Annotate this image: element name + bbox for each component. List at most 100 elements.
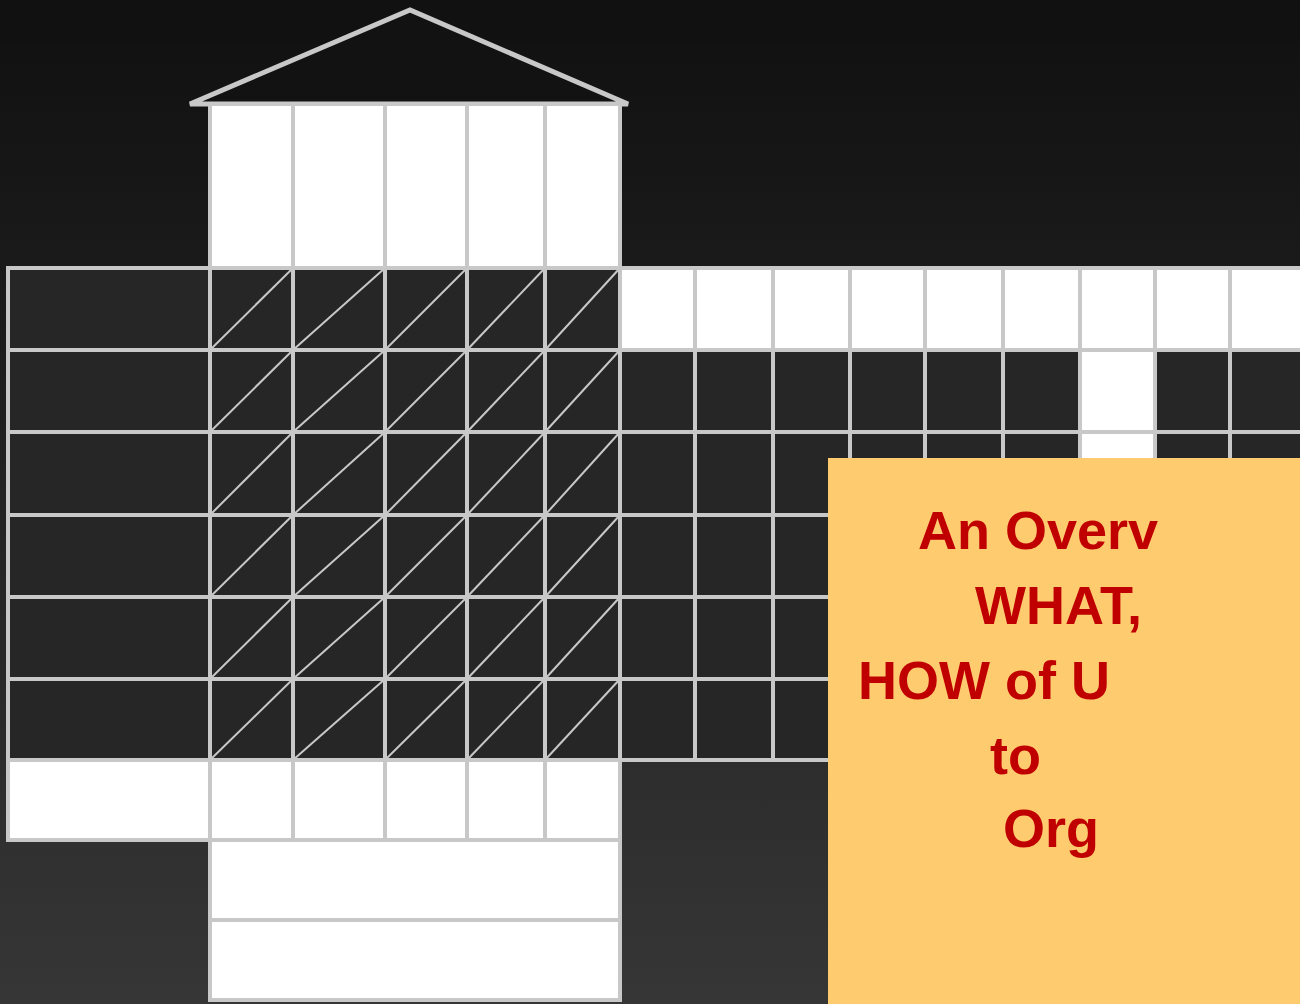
wing-cell [620,597,695,679]
wing-cell [1155,350,1230,432]
wall-cell [8,597,210,679]
wing-cell [1230,350,1300,432]
wing-cell [925,268,1003,350]
wing-cell [620,679,695,760]
hatch-line [385,597,467,679]
wing-cell [695,350,773,432]
hatch-line [293,515,385,597]
hatch-line [210,597,293,679]
wing-cell [850,268,925,350]
base-cell [385,760,467,840]
wing-cell [1230,268,1300,350]
title-line: WHAT, [975,575,1142,635]
hatched-cell [210,597,293,679]
top-bar [0,0,1300,44]
wing-cell [620,515,695,597]
wing-cell [695,597,773,679]
hatch-line [467,597,545,679]
hatched-cell [385,432,467,515]
hatched-cell [467,268,545,350]
wing-cell [850,350,925,432]
base-cell [8,760,210,840]
tower-cell [467,104,545,268]
hatched-cell [467,597,545,679]
tower-cell [545,104,620,268]
hatched-cell [545,679,620,760]
hatched-cell [467,350,545,432]
hatched-cell [293,679,385,760]
hatch-line [385,268,467,350]
hatched-cell [293,432,385,515]
hatch-line [545,268,620,350]
foundation-cell [210,920,620,1000]
hatched-cell [385,515,467,597]
wall-cell [8,679,210,760]
hatch-line [210,268,293,350]
hatch-line [385,515,467,597]
hatch-line [293,679,385,760]
hatched-cell [545,350,620,432]
hatched-cell [293,597,385,679]
hatch-line [385,350,467,432]
hatch-line [293,432,385,515]
wing-cell [925,350,1003,432]
hatch-line [545,432,620,515]
hatched-cell [545,597,620,679]
hatch-line [467,350,545,432]
hatch-line [210,515,293,597]
hatch-line [293,350,385,432]
hatched-cell [467,515,545,597]
hatch-line [467,268,545,350]
hatched-cell [293,268,385,350]
hatched-cell [385,679,467,760]
base-cell [467,760,545,840]
wing-cell [695,268,773,350]
hatch-line [467,432,545,515]
hatched-cell [385,597,467,679]
hatch-line [385,432,467,515]
wing-cell [695,679,773,760]
hatch-line [210,350,293,432]
hatched-cell [545,432,620,515]
hatch-line [467,515,545,597]
hatched-cell [467,679,545,760]
hatch-line [385,679,467,760]
wing-cell [620,432,695,515]
base-cell [545,760,620,840]
wing-cell [695,432,773,515]
title-box: An OvervWHAT,HOW of UtoOrg [828,458,1300,1004]
hatched-cell [385,350,467,432]
hatch-line [467,679,545,760]
title-line: to [990,725,1041,785]
wall-cell [8,432,210,515]
title-line: Org [1003,798,1099,858]
tower-cell [385,104,467,268]
roof [190,10,628,104]
wing-cell [773,268,850,350]
wing-cell [1080,350,1155,432]
hatch-line [210,679,293,760]
wing-cell [773,350,850,432]
hatched-cell [293,350,385,432]
hatched-cell [293,515,385,597]
wall-cell [8,515,210,597]
wing-cell [1003,268,1080,350]
hatch-line [545,597,620,679]
hatched-cell [210,515,293,597]
hatch-line [210,432,293,515]
hatched-cell [210,432,293,515]
tower-cell [293,104,385,268]
wing-cell [1003,350,1080,432]
hatch-line [545,679,620,760]
foundation-cell [210,840,620,920]
wing-cell [620,350,695,432]
hatched-cell [210,679,293,760]
hatched-cell [545,268,620,350]
base-cell [210,760,293,840]
hatched-cell [210,350,293,432]
tower-cell [210,104,293,268]
hatched-cell [467,432,545,515]
wall-cell [8,350,210,432]
wing-cell [620,268,695,350]
